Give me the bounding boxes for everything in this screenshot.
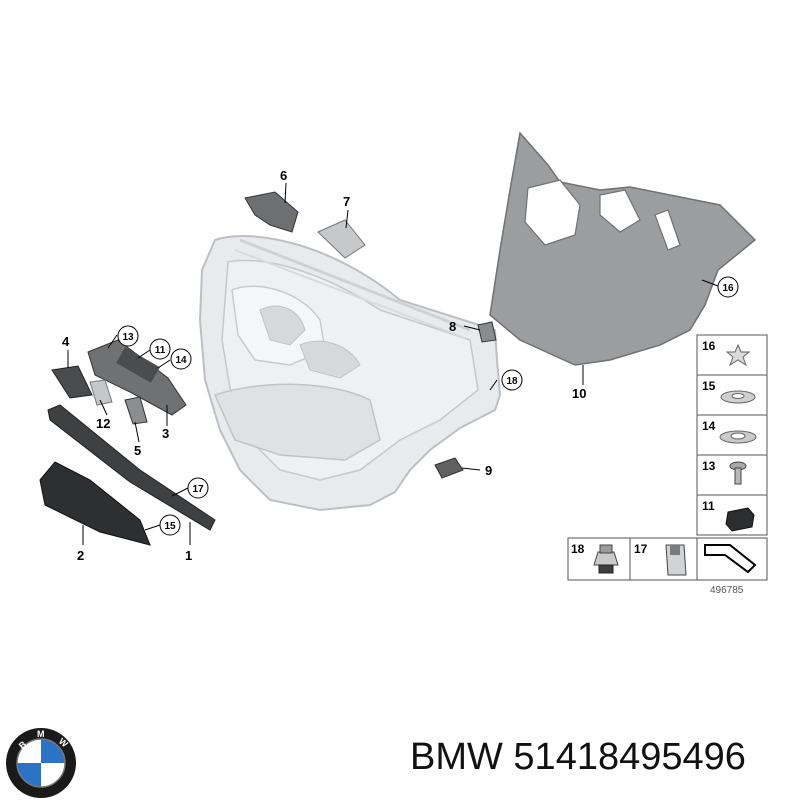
block-clip-icon	[725, 507, 755, 532]
star-clip-icon	[725, 343, 751, 367]
callout-11-circle	[149, 338, 171, 360]
callout-16-circle	[717, 276, 739, 298]
part-3-switch	[116, 347, 160, 383]
legend-11: 11	[702, 499, 715, 513]
leader-lines	[67, 182, 719, 545]
callout-9: 9	[485, 463, 492, 478]
callout-7: 7	[343, 194, 350, 209]
part-4-trim	[51, 365, 93, 399]
callout-15: 15	[164, 521, 176, 532]
part-5-trim	[124, 396, 148, 425]
callout-18-circle	[501, 369, 523, 391]
legend-13: 13	[702, 459, 716, 473]
legend-15: 15	[702, 379, 716, 393]
fastener-legend	[567, 334, 768, 581]
callout-13: 13	[122, 332, 134, 343]
part-6-bracket	[244, 191, 299, 233]
callout-8: 8	[449, 319, 456, 334]
callout-14: 14	[175, 355, 187, 366]
legend-16: 16	[702, 339, 716, 353]
legend-14: 14	[702, 419, 716, 433]
legend-18: 18	[571, 542, 585, 556]
callout-17-circle	[187, 477, 209, 499]
callout-3: 3	[162, 426, 169, 441]
part-9-clip	[434, 457, 464, 479]
part-12-insert	[89, 379, 113, 406]
diagram-id: 496785	[710, 585, 744, 596]
callout-11: 11	[155, 345, 166, 356]
callout-16: 16	[722, 283, 734, 294]
callout-17: 17	[192, 484, 204, 495]
callout-10: 10	[572, 386, 586, 401]
part-number-caption: BMW 51418495496	[410, 736, 746, 778]
part-2-trim	[39, 461, 151, 546]
part-8-clip	[477, 321, 497, 343]
callout-18: 18	[506, 376, 518, 387]
bmw-logo-icon: B M W	[6, 728, 76, 798]
callout-15-circle	[159, 514, 181, 536]
callout-2: 2	[77, 548, 84, 563]
part-7-cover	[317, 219, 366, 259]
door-membrane	[489, 131, 757, 366]
callout-12: 12	[96, 416, 110, 431]
callout-6: 6	[280, 168, 287, 183]
part-1-trim-strip	[47, 404, 216, 531]
callout-14-circle	[170, 348, 192, 370]
callout-13-circle	[117, 325, 139, 347]
corner-marker-icon	[704, 544, 757, 574]
door-trim-panel	[198, 235, 502, 512]
legend-icons	[593, 343, 757, 576]
callout-5: 5	[134, 443, 141, 458]
svg-text:M: M	[37, 729, 45, 739]
grommet-icon	[593, 551, 619, 566]
callout-4: 4	[62, 334, 70, 349]
svg-text:B: B	[17, 739, 29, 751]
legend-17: 17	[634, 542, 648, 556]
callout-1: 1	[185, 548, 192, 563]
